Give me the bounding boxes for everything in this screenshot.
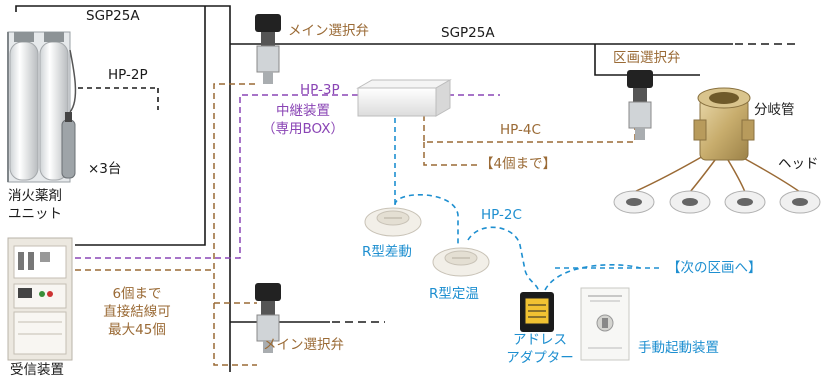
hp2p-label: HP-2P xyxy=(108,67,148,83)
pipe-label-sgp25a-left: SGP25A xyxy=(86,8,140,24)
discharge-heads xyxy=(613,190,821,214)
pipe-label-sgp25a-right: SGP25A xyxy=(441,25,495,41)
hp4c-label: HP-4C xyxy=(500,122,541,138)
hp2c-label: HP-2C xyxy=(481,207,522,223)
receiver-label: 受信装置 xyxy=(10,362,64,378)
manual-start-device-icon xyxy=(580,287,630,361)
branch-pipe-icon xyxy=(693,87,755,161)
r-fixed-label: R型定温 xyxy=(429,286,479,302)
hp3p-lines xyxy=(75,94,500,259)
relay-box-label: （専用BOX） xyxy=(262,121,345,137)
hp4c-lines xyxy=(75,83,636,366)
times3-label: ×3台 xyxy=(88,161,122,177)
address-adapter-label-line1: アドレス xyxy=(513,332,567,348)
receiver-panel-icon xyxy=(7,237,73,361)
discharge-head-icon xyxy=(779,190,821,214)
address-adapter-label-line2: アダプター xyxy=(506,350,574,366)
direct-label-line2: 直接結線可 xyxy=(103,304,171,320)
discharge-head-icon xyxy=(724,190,766,214)
valve-icon xyxy=(255,283,281,353)
direct-label-line1: 6個まで xyxy=(112,286,162,302)
manual-start-label: 手動起動装置 xyxy=(638,340,719,356)
r-diff-label: R型差動 xyxy=(362,244,412,260)
direct-label-line3: 最大45個 xyxy=(108,322,166,338)
main-valve-top-label: メイン選択弁 xyxy=(288,23,369,39)
gas-bottle-icon xyxy=(61,49,77,179)
discharge-head-icon xyxy=(613,190,655,214)
relay-box-icon xyxy=(356,79,452,117)
head-label: ヘッド xyxy=(778,156,819,172)
hp3p-label: HP-3P xyxy=(300,82,340,98)
hp2c-lines xyxy=(394,118,662,291)
cylinder-unit-icon xyxy=(7,31,71,183)
agent-unit-label-line1: 消火薬剤 xyxy=(8,188,62,204)
valve-icon xyxy=(627,70,653,140)
smoke-detector-icon xyxy=(364,207,422,237)
head-pipes xyxy=(633,154,801,193)
valve-icon xyxy=(255,14,281,84)
branch-pipe-label: 分岐管 xyxy=(754,102,795,118)
relay-device-label: 中継装置 xyxy=(276,103,330,119)
discharge-head-icon xyxy=(669,190,711,214)
area-valve-label: 区画選択弁 xyxy=(613,50,681,66)
heat-detector-icon xyxy=(432,247,490,277)
next-area-label: 【次の区画へ】 xyxy=(667,260,762,276)
pipe-lines xyxy=(15,5,800,372)
max4-label: 【4個まで】 xyxy=(480,156,557,172)
address-adapter-icon xyxy=(520,292,554,332)
main-valve-bottom-label: メイン選択弁 xyxy=(263,337,344,353)
agent-unit-label-line2: ユニット xyxy=(8,206,62,222)
